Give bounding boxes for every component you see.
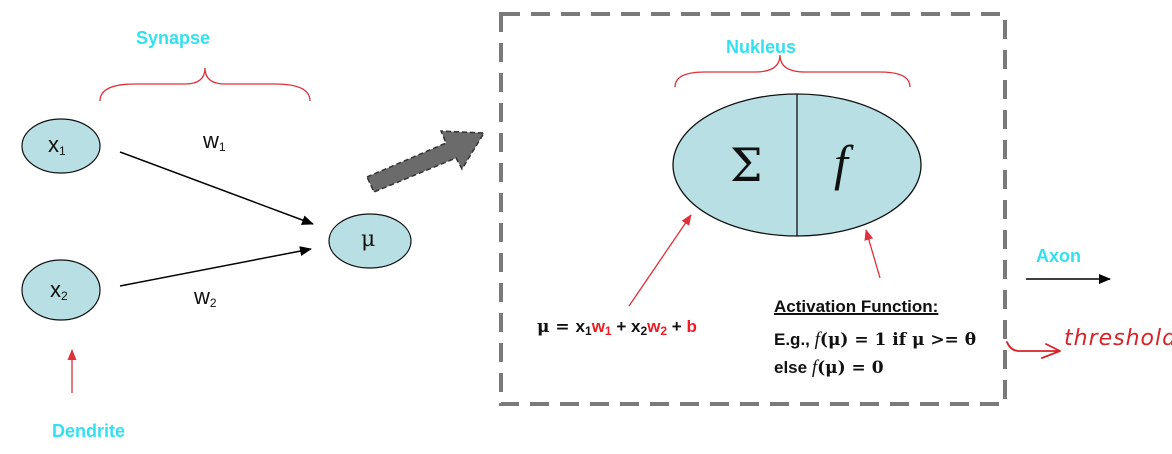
synapse-brace xyxy=(99,67,311,102)
axon-label: Axon xyxy=(1036,246,1081,266)
arrow-x2-to-mu xyxy=(119,246,312,287)
activation-pointer-arrow xyxy=(864,229,881,279)
activation-title: Activation Function: xyxy=(774,297,939,316)
nukleus-brace xyxy=(674,54,911,88)
node-x2-label: x2 xyxy=(50,277,68,303)
nukleus-label: Nukleus xyxy=(726,37,797,57)
node-mu xyxy=(328,213,412,269)
formula-pointer-arrow xyxy=(628,214,692,307)
node-x1 xyxy=(21,118,101,174)
activation-f-symbol: f xyxy=(834,135,848,191)
node-x2 xyxy=(21,259,101,321)
node-x1-label: x1 xyxy=(48,132,66,158)
dendrite-label: Dendrite xyxy=(52,421,126,441)
node-mu-label: μ xyxy=(361,227,376,252)
nucleus-box xyxy=(499,12,1007,406)
synapse-label: Synapse xyxy=(136,28,211,48)
weighted-sum-formula: μ = x1w1 + x2w2 + b xyxy=(537,317,697,338)
activation-line-1: E.g., f(μ) = 1 if μ >= θ xyxy=(774,329,977,350)
arrow-x1-to-mu xyxy=(119,151,314,225)
threshold-arrow-icon xyxy=(1006,341,1061,359)
activation-line-2: else f(μ) = 0 xyxy=(774,357,884,378)
big-dashed-arrow xyxy=(365,130,486,193)
threshold-annotation: threshold xyxy=(1064,326,1172,351)
sigma-symbol: Σ xyxy=(730,138,763,192)
weight-w1-label: w1 xyxy=(203,128,226,154)
weight-w2-label: w2 xyxy=(194,284,217,310)
